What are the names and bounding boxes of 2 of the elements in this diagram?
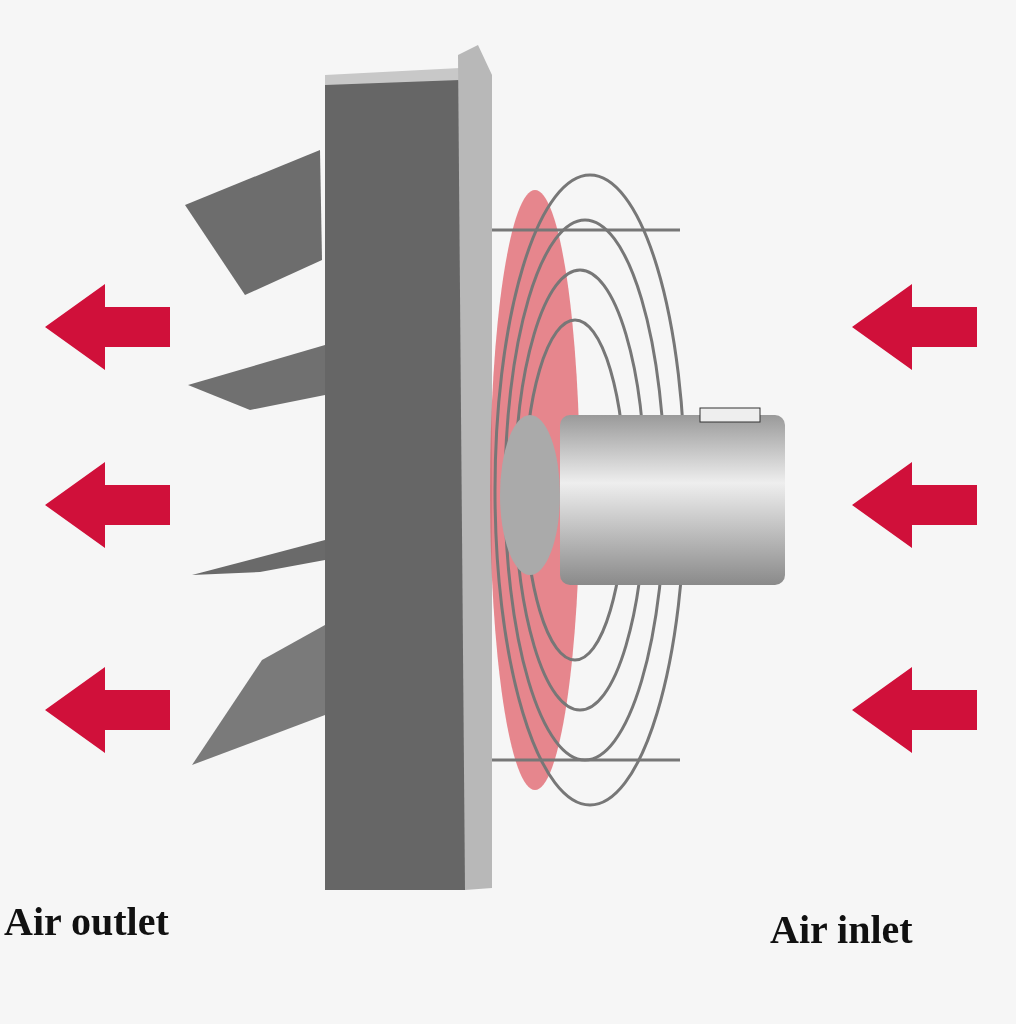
air-outlet-label: Air outlet [4, 902, 169, 942]
air-inlet-label: Air inlet [770, 910, 913, 950]
